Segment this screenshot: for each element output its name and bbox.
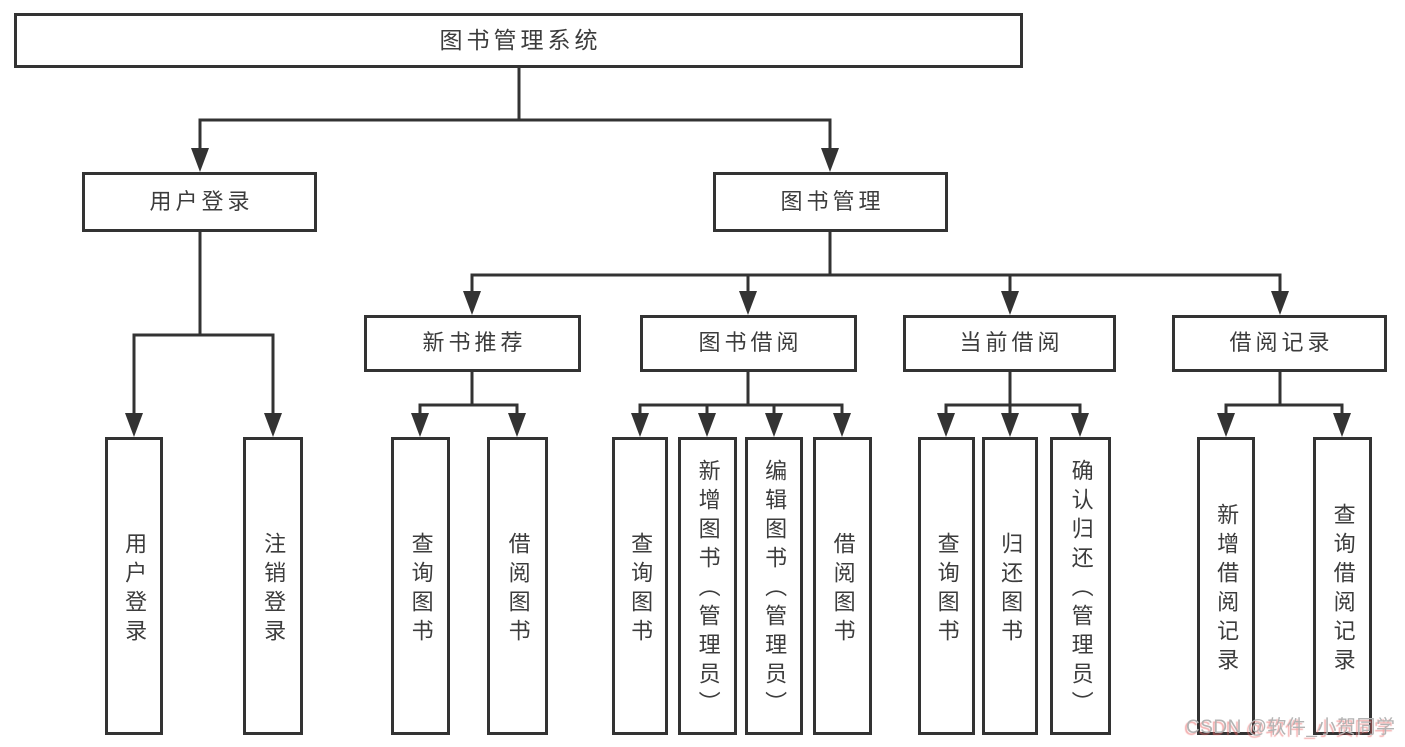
node-root-label: 图书管理系统 — [439, 26, 602, 53]
node-root: 图书管理系统 — [14, 13, 1023, 68]
connector-book-borrow-to-leaves — [638, 372, 844, 417]
leaf-confirm-return-admin: 确认归还（管理员） — [1050, 437, 1111, 735]
connector-root-to-level2 — [198, 68, 832, 152]
connector-book-management-to-level3 — [470, 232, 1282, 295]
node-book-borrowing-label: 图书借阅 — [698, 330, 803, 356]
node-book-management: 图书管理 — [713, 172, 948, 232]
leaf-borrow-books-borrowing: 借阅图书 — [813, 437, 872, 735]
leaf-add-books-admin-label: 新增图书（管理员） — [695, 459, 721, 720]
node-borrow-records-label: 借阅记录 — [1229, 330, 1334, 356]
leaf-user-login: 用户登录 — [105, 437, 163, 735]
leaf-add-borrow-record-label: 新增借阅记录 — [1214, 502, 1240, 677]
connector-new-book-to-leaves — [418, 372, 519, 417]
leaf-user-login-label: 用户登录 — [122, 531, 148, 648]
leaf-add-books-admin: 新增图书（管理员） — [678, 437, 737, 735]
node-user-login: 用户登录 — [82, 172, 317, 232]
node-new-book-recommend-label: 新书推荐 — [422, 330, 527, 356]
node-book-borrowing: 图书借阅 — [640, 315, 857, 372]
leaf-logout: 注销登录 — [243, 437, 303, 735]
leaf-return-books: 归还图书 — [982, 437, 1038, 735]
leaf-edit-books-admin: 编辑图书（管理员） — [745, 437, 803, 735]
leaf-add-borrow-record: 新增借阅记录 — [1197, 437, 1255, 735]
leaf-edit-books-admin-label: 编辑图书（管理员） — [762, 459, 788, 720]
node-current-borrowing: 当前借阅 — [903, 315, 1116, 372]
node-new-book-recommend: 新书推荐 — [364, 315, 581, 372]
leaf-return-books-label: 归还图书 — [998, 531, 1024, 648]
leaf-query-books-current-label: 查询图书 — [934, 531, 960, 648]
leaf-borrow-books-recommend: 借阅图书 — [487, 437, 548, 735]
leaf-confirm-return-admin-label: 确认归还（管理员） — [1068, 459, 1094, 720]
arrowheads — [125, 148, 1351, 437]
csdn-watermark: CSDN @软件_小贺同学 — [1186, 717, 1396, 738]
leaf-borrow-books-borrowing-label: 借阅图书 — [830, 531, 856, 648]
leaf-logout-label: 注销登录 — [261, 531, 287, 648]
leaf-borrow-books-recommend-label: 借阅图书 — [505, 531, 531, 648]
leaf-query-borrow-record: 查询借阅记录 — [1313, 437, 1372, 735]
node-book-management-label: 图书管理 — [780, 188, 885, 214]
leaf-query-books-borrowing-label: 查询图书 — [628, 531, 654, 648]
leaf-query-borrow-record-label: 查询借阅记录 — [1330, 502, 1356, 677]
leaf-query-books-recommend: 查询图书 — [391, 437, 450, 735]
leaf-query-books-borrowing: 查询图书 — [612, 437, 668, 735]
node-borrow-records: 借阅记录 — [1172, 315, 1387, 372]
node-current-borrowing-label: 当前借阅 — [959, 330, 1064, 356]
leaf-query-books-current: 查询图书 — [918, 437, 975, 735]
node-user-login-label: 用户登录 — [149, 188, 254, 214]
connector-borrow-record-to-leaves — [1224, 372, 1344, 417]
connector-user-login-to-leaves — [132, 232, 275, 417]
leaf-query-books-recommend-label: 查询图书 — [408, 531, 434, 648]
connector-current-borrow-to-leaves — [944, 372, 1082, 417]
